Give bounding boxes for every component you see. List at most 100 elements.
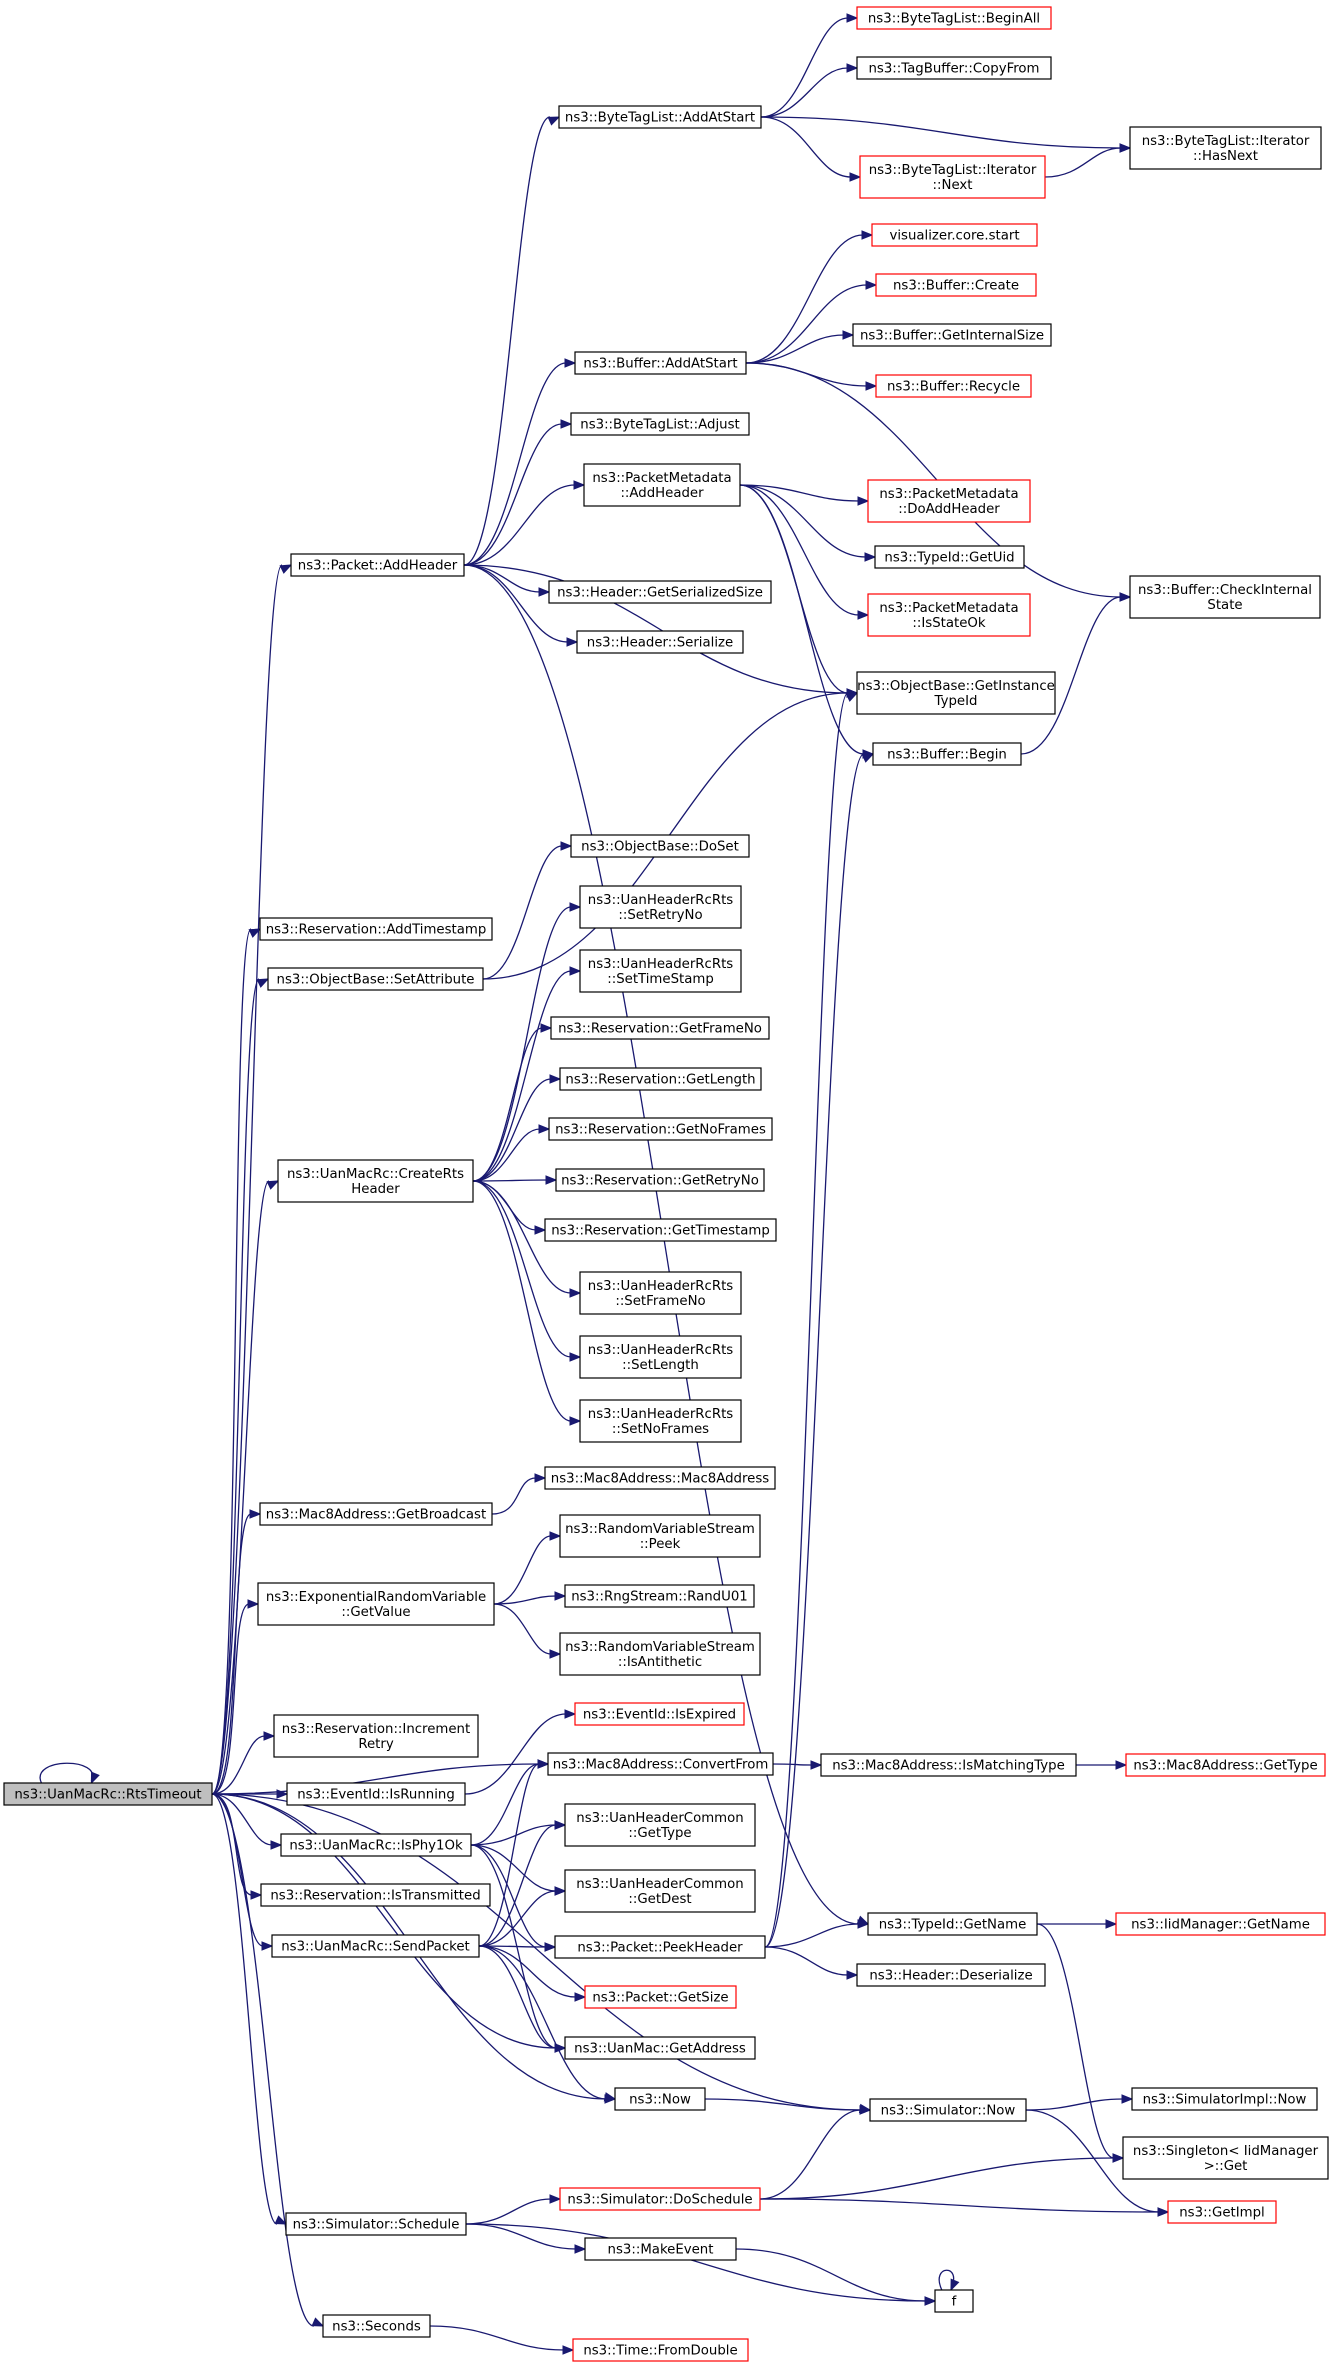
node-label: ns3::UanMacRc::RtsTimeout — [14, 1788, 201, 1803]
node-set-length[interactable]: ns3::UanHeaderRcRts::SetLength — [579, 1335, 742, 1379]
node-send-packet[interactable]: ns3::UanMacRc::SendPacket — [271, 1934, 480, 1958]
node-is-matching-type[interactable]: ns3::Mac8Address::IsMatchingType — [820, 1753, 1077, 1777]
node-iter-has-next[interactable]: ns3::ByteTagList::Iterator::HasNext — [1129, 126, 1322, 170]
node-rts-timeout[interactable]: ns3::UanMacRc::RtsTimeout — [3, 1782, 213, 1806]
node-iid-get-name[interactable]: ns3::IidManager::GetName — [1115, 1912, 1326, 1936]
edge-line — [1044, 147, 1122, 178]
node-is-expired[interactable]: ns3::EventId::IsExpired — [574, 1702, 745, 1726]
node-btladjust[interactable]: ns3::ByteTagList::Adjust — [570, 412, 750, 436]
node-label: ns3::RandomVariableStream — [565, 1522, 755, 1537]
edge-arrowhead — [545, 1175, 558, 1185]
node-buf-add-at-start[interactable]: ns3::Buffer::AddAtStart — [574, 351, 747, 375]
node-iter-next[interactable]: ns3::ByteTagList::Iterator::Next — [859, 155, 1046, 199]
node-btladd-at-start[interactable]: ns3::ByteTagList::AddAtStart — [558, 105, 762, 129]
edge-arrowhead — [560, 419, 573, 429]
node-label: ns3::UanHeaderRcRts — [588, 893, 734, 908]
node-set-time-stamp[interactable]: ns3::UanHeaderRcRts::SetTimeStamp — [579, 949, 742, 993]
node-is-antithetic[interactable]: ns3::RandomVariableStream::IsAntithetic — [559, 1632, 761, 1676]
node-f[interactable]: f — [934, 2289, 974, 2313]
edge-btladd-at-start-to-tbcopy-from — [760, 63, 859, 118]
node-is-transmitted[interactable]: ns3::Reservation::IsTransmitted — [260, 1883, 491, 1907]
edge-rts-timeout-to-uan-mac-get-addr — [211, 1793, 567, 2053]
edge-rts-timeout-to-create-rts-header — [211, 1180, 280, 1795]
node-get-frame-no[interactable]: ns3::Reservation::GetFrameNo — [550, 1016, 770, 1040]
node-label: ::SetFrameNo — [615, 1294, 705, 1309]
node-do-schedule[interactable]: ns3::Simulator::DoSchedule — [559, 2187, 761, 2211]
node-get-impl[interactable]: ns3::GetImpl — [1167, 2200, 1277, 2224]
node-buf-get-int-size[interactable]: ns3::Buffer::GetInternalSize — [852, 323, 1052, 347]
node-type-id-get-name[interactable]: ns3::TypeId::GetName — [867, 1912, 1038, 1936]
node-now[interactable]: ns3::Now — [614, 2087, 706, 2111]
node-sim-impl-now[interactable]: ns3::SimulatorImpl::Now — [1131, 2087, 1318, 2111]
node-buf-begin[interactable]: ns3::Buffer::Begin — [872, 742, 1022, 766]
node-get-broadcast[interactable]: ns3::Mac8Address::GetBroadcast — [259, 1502, 493, 1526]
edge-arrowhead — [569, 1416, 582, 1426]
node-box — [570, 834, 750, 858]
node-pkt-get-size[interactable]: ns3::Packet::GetSize — [584, 1985, 737, 2009]
node-uan-mac-get-addr[interactable]: ns3::UanMac::GetAddress — [564, 2036, 756, 2060]
node-viz-start[interactable]: visualizer.core.start — [871, 223, 1038, 247]
edge-line — [478, 1945, 577, 1998]
node-seconds[interactable]: ns3::Seconds — [322, 2314, 431, 2338]
node-hdr-deserialize[interactable]: ns3::Header::Deserialize — [856, 1963, 1046, 1987]
node-sim-schedule[interactable]: ns3::Simulator::Schedule — [285, 2212, 467, 2236]
node-pmdo-add-header[interactable]: ns3::PacketMetadata::DoAddHeader — [867, 479, 1031, 523]
node-label: ns3::UanHeaderRcRts — [588, 1407, 734, 1422]
node-singleton-get[interactable]: ns3::Singleton< IidManager>::Get — [1122, 2136, 1329, 2180]
node-rvspeek[interactable]: ns3::RandomVariableStream::Peek — [559, 1514, 761, 1558]
node-mac8-ctor[interactable]: ns3::Mac8Address::Mac8Address — [544, 1466, 776, 1490]
node-tbcopy-from[interactable]: ns3::TagBuffer::CopyFrom — [856, 56, 1052, 80]
node-set-retry-no[interactable]: ns3::UanHeaderRcRts::SetRetryNo — [579, 885, 742, 929]
edge-pmadd-header-to-type-id-get-uid — [739, 484, 877, 562]
edge-f-to-f — [938, 2269, 960, 2292]
node-rand-u01[interactable]: ns3::RngStream::RandU01 — [564, 1584, 755, 1608]
node-box — [574, 351, 747, 375]
node-sim-now[interactable]: ns3::Simulator::Now — [869, 2098, 1027, 2122]
edge-btladd-at-start-to-iter-has-next — [760, 116, 1132, 153]
node-get-retry-no[interactable]: ns3::Reservation::GetRetryNo — [555, 1168, 765, 1192]
node-get-length[interactable]: ns3::Reservation::GetLength — [559, 1067, 762, 1091]
node-exp-get-value[interactable]: ns3::ExponentialRandomVariable::GetValue — [257, 1582, 495, 1626]
node-get-no-frames[interactable]: ns3::Reservation::GetNoFrames — [548, 1117, 773, 1141]
edge-create-rts-header-to-set-time-stamp — [472, 966, 582, 1182]
node-begin-all[interactable]: ns3::ByteTagList::BeginAll — [856, 6, 1052, 30]
node-mac8-get-type[interactable]: ns3::Mac8Address::GetType — [1125, 1753, 1326, 1777]
node-set-attribute[interactable]: ns3::ObjectBase::SetAttribute — [267, 967, 484, 991]
edge-arrowhead — [1115, 1760, 1128, 1770]
edge-line — [764, 1946, 849, 1976]
node-add-header[interactable]: ns3::Packet::AddHeader — [290, 553, 465, 577]
node-pmadd-header[interactable]: ns3::PacketMetadata::AddHeader — [583, 463, 741, 507]
node-box — [584, 1985, 737, 2009]
node-label: ns3::GetImpl — [1179, 2206, 1264, 2221]
node-buf-recycle[interactable]: ns3::Buffer::Recycle — [875, 374, 1032, 398]
node-box — [547, 1752, 774, 1776]
node-set-no-frames[interactable]: ns3::UanHeaderRcRts::SetNoFrames — [579, 1399, 742, 1443]
node-hdr-ser-size[interactable]: ns3::Header::GetSerializedSize — [548, 580, 772, 604]
node-peek-header[interactable]: ns3::Packet::PeekHeader — [554, 1935, 766, 1959]
node-hcget-dest[interactable]: ns3::UanHeaderCommon::GetDest — [564, 1869, 756, 1913]
node-from-double[interactable]: ns3::Time::FromDouble — [572, 2338, 749, 2362]
node-box — [570, 412, 750, 436]
node-type-id-get-uid[interactable]: ns3::TypeId::GetUid — [874, 545, 1025, 569]
node-box — [869, 2098, 1027, 2122]
node-pmis-state-ok[interactable]: ns3::PacketMetadata::IsStateOk — [867, 593, 1031, 637]
node-label: ns3::Buffer::GetInternalSize — [860, 329, 1044, 344]
edge-line — [465, 2198, 552, 2225]
node-is-running[interactable]: ns3::EventId::IsRunning — [286, 1782, 466, 1806]
node-res-add-ts[interactable]: ns3::Reservation::AddTimestamp — [259, 917, 493, 941]
node-box — [271, 1934, 480, 1958]
node-hdr-serialize[interactable]: ns3::Header::Serialize — [576, 630, 744, 654]
node-do-set[interactable]: ns3::ObjectBase::DoSet — [570, 834, 750, 858]
node-get-timestamp[interactable]: ns3::Reservation::GetTimestamp — [544, 1218, 777, 1242]
node-hcget-type[interactable]: ns3::UanHeaderCommon::GetType — [564, 1803, 756, 1847]
node-is-phy1-ok[interactable]: ns3::UanMacRc::IsPhy1Ok — [280, 1833, 472, 1857]
node-buf-create[interactable]: ns3::Buffer::Create — [875, 273, 1037, 297]
node-set-frame-no[interactable]: ns3::UanHeaderRcRts::SetFrameNo — [579, 1271, 742, 1315]
node-make-event[interactable]: ns3::MakeEvent — [584, 2237, 737, 2261]
node-convert-from[interactable]: ns3::Mac8Address::ConvertFrom — [547, 1752, 774, 1776]
node-box — [584, 2237, 737, 2261]
